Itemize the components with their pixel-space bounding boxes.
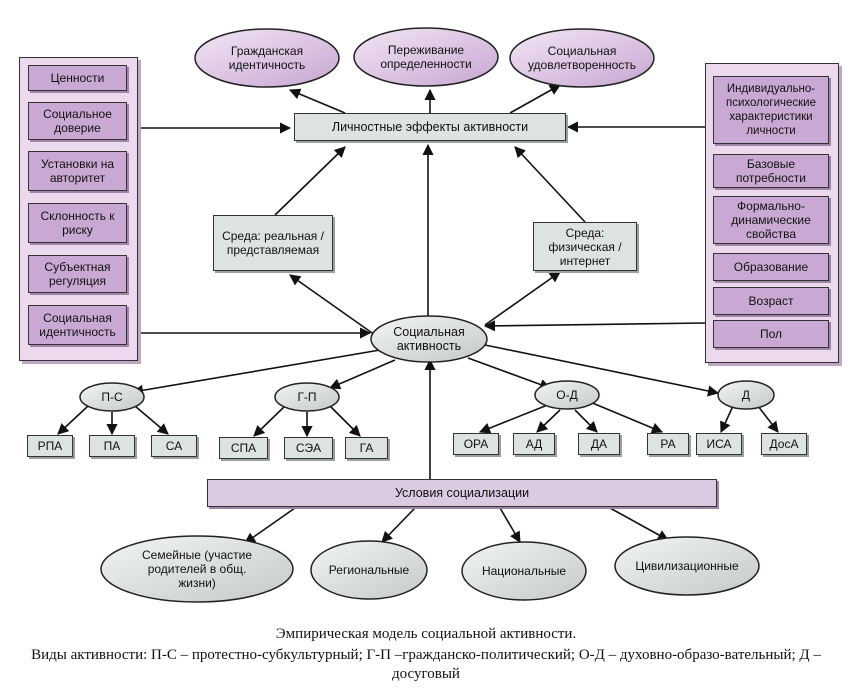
right-factor-individual-characteristics: Индивидуально-психологические характерис… bbox=[713, 76, 829, 144]
ellipse-national bbox=[461, 541, 587, 601]
env-real-box: Среда: реальная / представляемая bbox=[213, 215, 333, 271]
arrow-activity-to-envphys bbox=[484, 271, 561, 326]
right-factor-sex: Пол bbox=[713, 320, 829, 348]
arrow-od-ra bbox=[589, 401, 664, 434]
arrow-activity-to-ps bbox=[131, 349, 381, 396]
ellipse-satisfaction bbox=[509, 28, 655, 88]
arrow-cond-family bbox=[244, 507, 296, 544]
figure-caption-legend: Виды активности: П-С – протестно-субкуль… bbox=[31, 647, 821, 682]
arrow-cond-civil bbox=[609, 507, 669, 541]
arrow-cond-national bbox=[499, 507, 521, 543]
figure-caption-title: Эмпирическая модель социальной активност… bbox=[275, 626, 577, 642]
env-physical-box: Среда: физическая / интернет bbox=[533, 222, 637, 271]
type-ora: ОРА bbox=[453, 433, 499, 455]
right-factor-formal-dynamic: Формально-динамические свойства bbox=[713, 196, 829, 244]
type-pa: ПА bbox=[89, 435, 135, 457]
type-rpa: РПА bbox=[27, 435, 73, 457]
socialization-conditions-bar: Условия социализации bbox=[207, 479, 717, 507]
right-factor-age: Возраст bbox=[713, 287, 829, 315]
type-sa: СА bbox=[151, 435, 197, 457]
arrow-center-to-satisfaction bbox=[509, 84, 561, 114]
arrow-activity-to-gp bbox=[328, 359, 396, 390]
ellipse-regional bbox=[310, 540, 428, 600]
left-factor-subject-regulation: Субъектная регуляция bbox=[28, 255, 127, 293]
arrow-od-ad bbox=[536, 409, 561, 433]
right-factor-basic-needs: Базовые потребности bbox=[713, 154, 829, 188]
ellipse-family bbox=[100, 535, 294, 603]
arrow-center-to-civic bbox=[288, 88, 346, 114]
arrow-activity-to-envreal bbox=[289, 274, 376, 336]
arrow-gp-spa bbox=[253, 405, 286, 437]
ellipse-civic-identity bbox=[194, 28, 340, 88]
ellipse-ps bbox=[79, 382, 145, 412]
left-factor-risk-propensity: Склонность к риску bbox=[28, 203, 127, 243]
arrow-envphys-to-center bbox=[514, 146, 586, 223]
left-factor-authority-attitudes: Установки на авторитет bbox=[28, 151, 127, 191]
right-factor-education: Образование bbox=[713, 253, 829, 281]
personal-effects-box: Личностные эффекты активности bbox=[294, 113, 566, 141]
type-spa: СПА bbox=[219, 437, 268, 459]
arrow-od-ora bbox=[478, 403, 551, 434]
arrow-right-panel-to-activity bbox=[483, 320, 706, 332]
ellipse-civilizational bbox=[614, 536, 760, 596]
arrow-ps-sa bbox=[134, 405, 169, 435]
left-factor-social-identity: Социальная идентичность bbox=[28, 305, 127, 345]
ellipse-certainty bbox=[353, 27, 499, 87]
diagram-graphics bbox=[57, 27, 779, 603]
arrow-envreal-to-center bbox=[274, 146, 346, 216]
type-ga: ГА bbox=[345, 437, 388, 459]
arrow-ps-rpa bbox=[57, 405, 89, 435]
ellipse-gp bbox=[274, 382, 340, 412]
arrow-activity-to-d bbox=[484, 344, 720, 397]
type-dosa: ДосА bbox=[761, 433, 807, 455]
arrow-d-isa bbox=[720, 405, 734, 434]
arrow-d-dosa bbox=[757, 405, 779, 433]
type-ad: АД bbox=[513, 433, 555, 455]
type-ra: РА bbox=[647, 433, 689, 455]
type-sea: СЭА bbox=[284, 437, 333, 459]
arrow-cond-regional bbox=[381, 507, 416, 543]
ellipse-od bbox=[534, 380, 600, 410]
type-da: ДА bbox=[578, 433, 620, 455]
arrow-gp-ga bbox=[329, 405, 361, 437]
diagram: Ценности Социальное доверие Установки на… bbox=[19, 27, 839, 603]
ellipse-activity bbox=[370, 315, 488, 363]
left-factor-social-trust: Социальное доверие bbox=[28, 102, 127, 140]
arrow-activity-to-od bbox=[467, 357, 552, 390]
left-factor-values: Ценности bbox=[28, 65, 127, 91]
ellipse-d bbox=[717, 380, 775, 410]
type-isa: ИСА bbox=[696, 433, 742, 455]
arrow-od-da bbox=[574, 409, 598, 433]
